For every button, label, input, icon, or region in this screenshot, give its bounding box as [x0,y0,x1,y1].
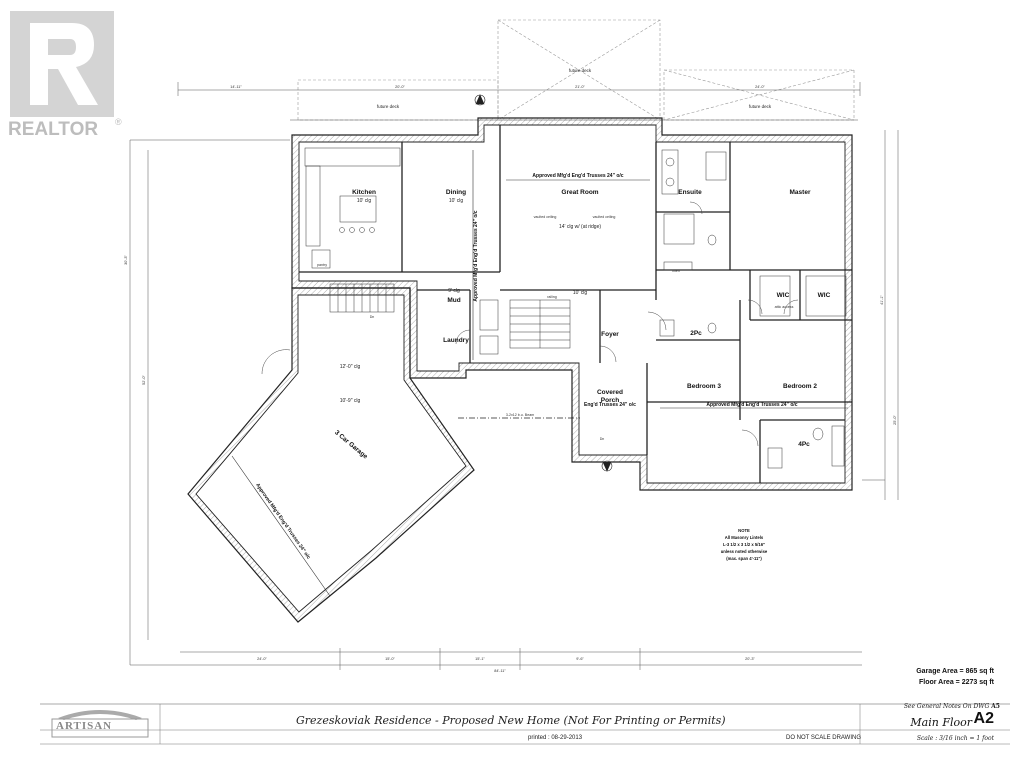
realtor-reg-mark: ® [115,117,122,127]
dim-left-2: 52'-0" [142,375,146,385]
dim-bottom-overall: 84'-11" [494,669,506,673]
door-swings [261,201,799,447]
room-wic-2: WIC [818,292,831,299]
title-block-lines [40,703,1010,745]
room-ensuite: Ensuite [678,189,702,196]
room-covered-porch-1: Covered [597,389,623,396]
dim-left-1: 30'-3" [124,255,128,265]
general-notes-text: See General Notes On DWG [903,703,990,710]
garage-area: Garage Area = 865 sq ft [916,668,994,675]
dim-bottom-5: 20'-3" [745,657,755,661]
porch-down-label: Dn [600,437,605,441]
vaulted-ceiling-label-2: vaulted ceiling [593,215,616,219]
dim-top-left: 14'-11" [230,85,242,89]
room-great-room: Great Room [561,189,598,196]
truss-porch-label: Eng'd Trusses 24" o/c [584,402,636,408]
truss-bedrooms-label: Approved Mfg'd Eng'd Trusses 24" o/c [706,402,797,408]
room-foyer-ceiling: 10' clg [573,290,588,296]
dim-bottom-4: 9'-6" [576,657,584,661]
realtor-watermark: REALTOR ® [4,5,122,140]
printed-date: printed : 08-29-2013 [528,735,583,741]
room-bedroom-2: Bedroom 2 [783,383,817,390]
note-line-4: (max. span 4'-11") [726,556,762,561]
general-notes-sheet: A5 [991,703,1000,710]
room-pantry: pantry [317,263,327,267]
dim-top-right: 24'-0" [755,85,765,89]
general-notes-reference: See General Notes On DWG A5 [904,703,1000,710]
room-dining-ceiling: 10' clg [449,198,464,204]
note-line-3: unless noted otherwise [721,549,768,554]
room-garage-ceiling: 10'-9" clg [340,398,361,404]
room-dining: Dining [446,189,466,196]
floor-label: Main Floor [910,716,972,729]
vaulted-ceiling-label-1: vaulted ceiling [534,215,557,219]
dim-right-1: 41'-1" [880,295,884,305]
room-2pc: 2Pc [690,330,702,337]
project-title: Grezeskoviak Residence - Proposed New Ho… [296,714,726,727]
room-bedroom-3: Bedroom 3 [687,383,721,390]
stair-down-label: Dn [370,315,375,319]
room-kitchen: Kitchen [352,189,376,196]
dim-bottom-1: 24'-0" [257,657,267,661]
do-not-scale-note: DO NOT SCALE DRAWING [786,735,862,741]
interior-walls [299,125,852,483]
realtor-brand-text: REALTOR [8,119,99,140]
room-mud-ceiling: 9' clg [448,288,460,294]
truss-vertical-label: Approved Mfg'd Eng'd Trusses 24" o/c [473,210,479,301]
future-deck-top-label: future deck [569,68,592,73]
room-covered-porch-2: Porch [601,397,619,404]
attic-access-label: attic access [775,305,794,309]
artisan-company-name: ARTISAN [56,720,113,732]
realtor-logo-icon [10,11,114,117]
fixtures [304,147,847,469]
dim-top-mid: 20'-0" [395,85,405,89]
dim-bottom-2: 15'-0" [385,657,395,661]
stairs [329,283,571,349]
railing-label: railing [547,295,557,299]
note-line-2: L-3 1/2 x 3 1/2 x 5/16" [723,542,765,547]
room-master: Master [790,189,811,196]
floor-plan-drawing: future deck future deck future deck 21'-… [124,19,899,673]
drawing-scale: Scale : 3/16 inch = 1 foot [916,735,994,742]
dimension-lines [129,82,899,670]
future-deck-right-label: future deck [749,104,772,109]
note-line-1: All Masonry Lintels [725,535,764,540]
truss-arrows [231,150,848,597]
floor-area: Floor Area = 2273 sq ft [918,679,994,686]
room-laundry: Laundry [443,337,469,344]
room-wic-1: WIC [777,292,790,299]
dim-right-2: 25'-0" [893,415,897,425]
artisan-logo-icon [51,710,149,738]
section-markers [474,94,613,472]
sheet-number: A2 [973,710,994,727]
room-4pc: 4Pc [798,441,810,448]
room-foyer: Foyer [601,331,619,338]
truss-top-label: Approved Mfg'd Eng'd Trusses 24" o/c [532,173,623,179]
dim-top-overall: 21'-0" [575,85,585,89]
room-mud: Mud [447,297,460,304]
linen-label: linen [672,269,680,273]
exterior-walls [187,117,853,623]
room-garage-ceiling-2: 12'-0" clg [340,364,361,370]
room-great-room-ceiling: 14' clg w/ (at ridge) [559,224,601,230]
beam-label: 3-2x12 b.u. Beam [506,413,534,417]
note-heading: NOTE [738,528,750,533]
future-deck-left-label: future deck [377,104,400,109]
area-summary: Garage Area = 865 sq ft Floor Area = 227… [916,666,994,688]
room-kitchen-ceiling: 10' clg [357,198,372,204]
dim-bottom-3: 15'-1" [475,657,485,661]
